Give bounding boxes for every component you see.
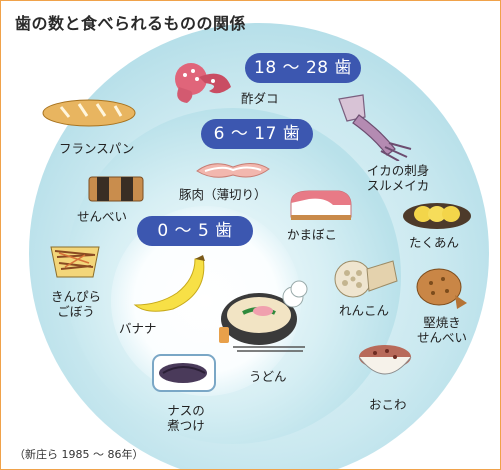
label-squid-line-2: スルメイカ <box>366 178 430 193</box>
nasu-icon <box>152 354 216 392</box>
label-hard-senbei: 堅焼き せんべい <box>407 315 477 345</box>
label-banana: バナナ <box>119 321 157 336</box>
label-senbei: せんべい <box>77 209 128 224</box>
label-okowa: おこわ <box>369 397 407 412</box>
range-pill-0-5: 0 〜 5 歯 <box>137 216 253 246</box>
range-pill-6-17: 6 〜 17 歯 <box>201 119 313 149</box>
okowa-icon <box>358 345 412 375</box>
label-squid: イカの刺身 スルメイカ <box>353 163 443 193</box>
squid-icon <box>338 94 412 161</box>
label-squid-line-1: イカの刺身 <box>366 163 430 178</box>
kinpira-icon <box>50 246 100 278</box>
source-citation: （新庄ら 1985 〜 86年） <box>14 448 144 461</box>
udon-icon <box>219 280 308 352</box>
label-takuan: たくあん <box>409 235 460 250</box>
label-pork: 豚肉（薄切り） <box>179 187 267 202</box>
diagram-title: 歯の数と食べられるものの関係 <box>15 14 247 33</box>
baguette-icon <box>42 99 136 127</box>
inner-disc <box>111 206 301 396</box>
label-vinegar-octopus: 酢ダコ <box>241 91 279 106</box>
pork-icon <box>196 163 270 178</box>
takuan-icon <box>403 203 471 229</box>
range-pill-18-28: 18 〜 28 歯 <box>245 53 361 83</box>
label-kinpira: きんぴら ごぼう <box>41 289 111 319</box>
banana-icon <box>133 255 205 312</box>
label-kinpira-line-2: ごぼう <box>57 304 95 319</box>
renkon-icon <box>334 260 398 298</box>
label-kamaboko: かまぼこ <box>287 227 338 242</box>
label-kinpira-line-1: きんぴら <box>50 289 101 304</box>
senbei-icon <box>88 176 144 202</box>
label-baguette: フランスパン <box>59 141 135 156</box>
label-nasu: ナスの 煮つけ <box>151 403 221 433</box>
kamaboko-icon <box>290 190 352 220</box>
label-hard-senbei-line-1: 堅焼き <box>423 315 461 330</box>
label-udon: うどん <box>249 369 287 384</box>
octopus-icon <box>175 63 231 103</box>
label-hard-senbei-line-2: せんべい <box>416 330 467 345</box>
label-nasu-line-2: 煮つけ <box>167 418 205 433</box>
hard-senbei-icon <box>416 268 467 309</box>
label-nasu-line-1: ナスの <box>167 403 205 418</box>
label-renkon: れんこん <box>339 303 390 318</box>
